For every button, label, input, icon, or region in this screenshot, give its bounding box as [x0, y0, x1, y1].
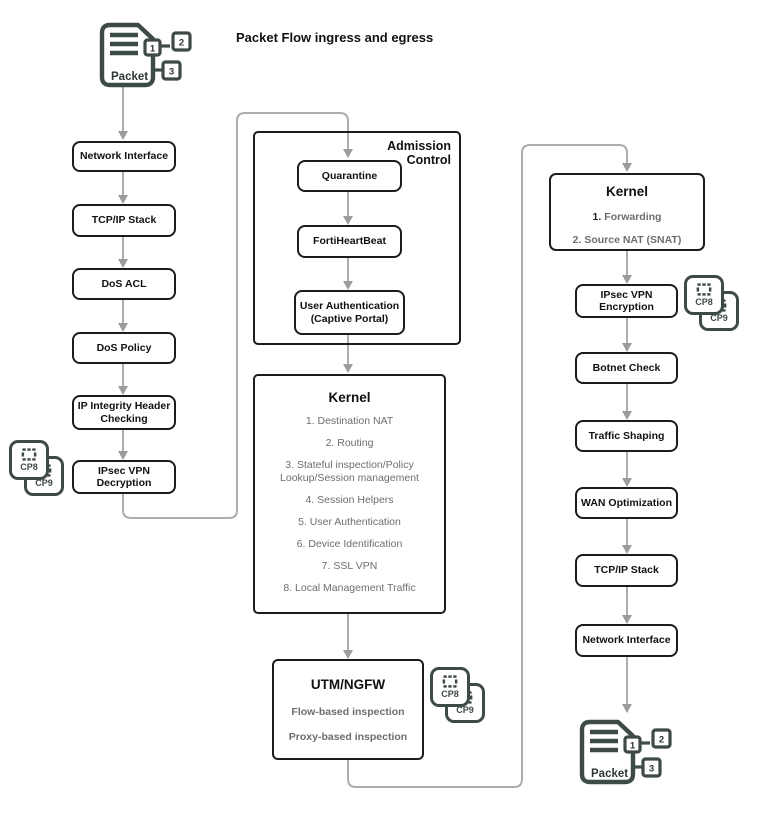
node-tcpip-stack-egress: TCP/IP Stack: [575, 554, 678, 587]
node-label: FortiHeartBeat: [313, 235, 386, 248]
packet-icon-egress: Packet 1 2 3: [578, 713, 674, 796]
chip-icon: [442, 675, 458, 688]
node-utm-ngfw: UTM/NGFW Flow-based inspection Proxy-bas…: [272, 659, 424, 760]
node-traffic-shaping: Traffic Shaping: [575, 420, 678, 452]
cp-badges-encryption: CP9 CP8: [684, 275, 740, 331]
node-wan-optimization: WAN Optimization: [575, 487, 678, 519]
cp8-badge: CP8: [684, 275, 724, 315]
tag-2: 2: [179, 38, 184, 49]
item-number: 1.: [592, 210, 602, 223]
node-label: Network Interface: [582, 634, 671, 647]
tag-3: 3: [169, 67, 174, 78]
kernel-center-items: 1. Destination NAT 2. Routing 3. Statefu…: [265, 415, 434, 604]
kernel-item: 4. Session Helpers: [305, 493, 394, 506]
kernel-right-item-1: 1.Forwarding: [551, 211, 703, 223]
kernel-item: 6. Device Identification: [296, 538, 403, 551]
tag-2-box: [171, 31, 192, 52]
kernel-right-title: Kernel: [605, 184, 649, 199]
kernel-item: 5. User Authentication: [298, 515, 401, 528]
tag-3: 3: [649, 764, 654, 775]
cp9-label: CP9: [456, 705, 474, 715]
node-user-authentication-captive-portal: User Authentication (Captive Portal): [294, 290, 405, 335]
arrowheads: [118, 131, 632, 713]
node-label: DoS Policy: [96, 341, 152, 354]
page-title: Packet Flow ingress and egress: [236, 30, 434, 45]
packet-icon-ingress: Packet 1 2 3: [98, 16, 194, 99]
node-label: Traffic Shaping: [588, 429, 665, 442]
tag-2: 2: [659, 735, 664, 746]
packet-label: Packet: [591, 768, 628, 780]
tag-1-box: [623, 735, 642, 754]
cp9-label: CP9: [710, 313, 728, 323]
cp9-label: CP9: [35, 478, 53, 488]
node-dos-policy: DoS Policy: [72, 332, 176, 364]
kernel-center-container: Kernel 1. Destination NAT 2. Routing 3. …: [253, 374, 446, 614]
kernel-item: 8. Local Management Traffic: [283, 582, 416, 595]
packet-label: Packet: [111, 71, 148, 83]
chip-icon: [696, 283, 712, 296]
node-label: WAN Optimization: [581, 496, 672, 509]
node-label: Quarantine: [321, 169, 378, 182]
node-kernel-egress: Kernel 1.Forwarding 2. Source NAT (SNAT): [549, 173, 705, 251]
cp-badges-decryption: CP9 CP8: [9, 440, 65, 496]
node-quarantine: Quarantine: [297, 160, 402, 192]
cp8-label: CP8: [441, 689, 459, 699]
tag-2-box: [651, 728, 672, 749]
kernel-right-item-2: 2. Source NAT (SNAT): [572, 234, 682, 247]
node-botnet-check: Botnet Check: [575, 352, 678, 384]
node-label: TCP/IP Stack: [91, 214, 157, 227]
node-dos-acl: DoS ACL: [72, 268, 176, 300]
kernel-item: 1. Destination NAT: [305, 415, 394, 427]
tag-1: 1: [150, 44, 156, 55]
node-label: IPsec VPN Encryption: [599, 288, 654, 313]
cp8-label: CP8: [20, 462, 38, 472]
chip-icon: [21, 448, 37, 461]
admission-control-container: Admission Control: [253, 131, 461, 345]
flow-lines: [122, 86, 628, 788]
node-label: IPsec VPN Decryption: [96, 464, 152, 489]
tag-3-box: [641, 757, 662, 778]
utm-title: UTM/NGFW: [310, 677, 386, 692]
item-text: Forwarding: [604, 210, 662, 223]
node-label: DoS ACL: [101, 277, 147, 290]
node-network-interface-ingress: Network Interface: [72, 141, 176, 172]
node-label: User Authentication (Captive Portal): [299, 300, 400, 325]
kernel-item: 7. SSL VPN: [321, 560, 378, 573]
tag-1: 1: [630, 741, 636, 752]
node-fortiheartbeat: FortiHeartBeat: [297, 225, 402, 258]
cp8-badge: CP8: [9, 440, 49, 480]
node-network-interface-egress: Network Interface: [575, 624, 678, 657]
tag-3-box: [161, 60, 182, 81]
tag-1-box: [143, 38, 162, 57]
utm-item: Proxy-based inspection: [288, 731, 408, 744]
node-label: Network Interface: [79, 150, 169, 163]
node-ip-integrity-header-checking: IP Integrity Header Checking: [72, 395, 176, 430]
node-ipsec-vpn-decryption: IPsec VPN Decryption: [72, 460, 176, 494]
node-tcpip-stack-ingress: TCP/IP Stack: [72, 204, 176, 237]
kernel-center-title: Kernel: [328, 390, 371, 405]
node-label: TCP/IP Stack: [594, 564, 659, 577]
admission-control-title: Admission Control: [387, 139, 451, 168]
kernel-item: 3. Stateful inspection/Policy Lookup/Ses…: [280, 459, 419, 484]
node-label: Botnet Check: [592, 361, 661, 374]
node-ipsec-vpn-encryption: IPsec VPN Encryption: [575, 284, 678, 318]
cp-badges-utm: CP9 CP8: [430, 667, 486, 723]
kernel-item: 2. Routing: [325, 437, 374, 450]
cp8-badge: CP8: [430, 667, 470, 707]
node-label: IP Integrity Header Checking: [77, 400, 171, 425]
utm-item: Flow-based inspection: [291, 705, 405, 718]
cp8-label: CP8: [695, 297, 713, 307]
